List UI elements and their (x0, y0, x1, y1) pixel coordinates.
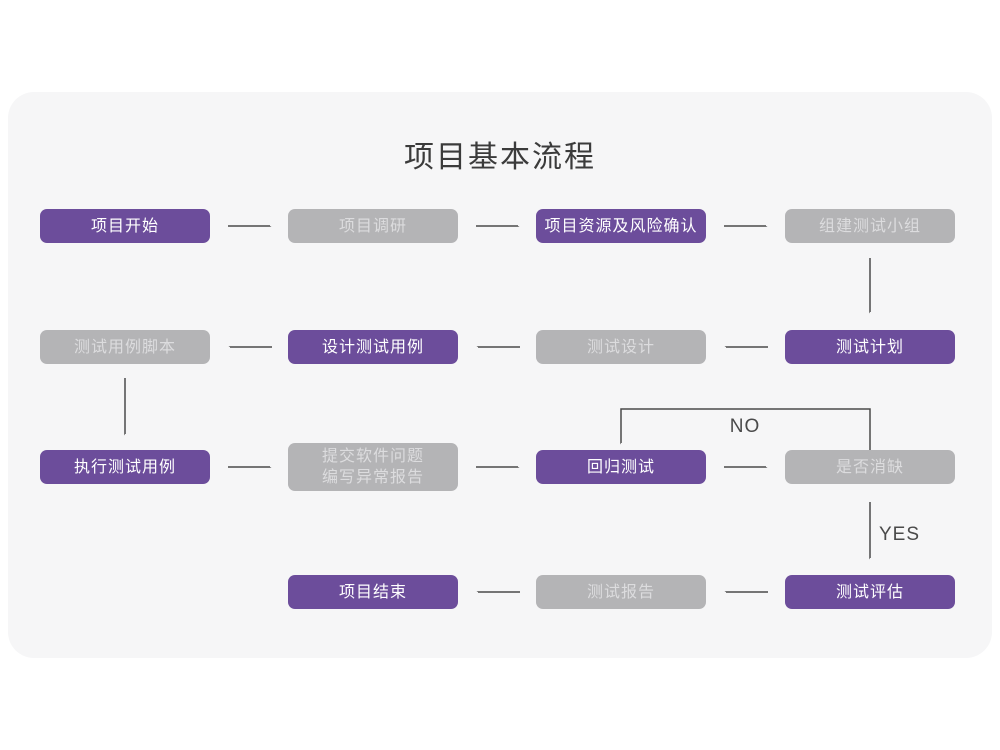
flow-node-test-evaluation: 测试评估 (785, 575, 955, 609)
flow-node-test-report: 测试报告 (536, 575, 706, 609)
flow-node-submit-issue-report: 提交软件问题 编写异常报告 (288, 443, 458, 491)
flow-node-test-design: 测试设计 (536, 330, 706, 364)
flow-node-resource-risk-confirm: 项目资源及风险确认 (536, 209, 706, 243)
flow-node-project-research: 项目调研 (288, 209, 458, 243)
flow-node-regression-test: 回归测试 (536, 450, 706, 484)
flow-node-build-test-team: 组建测试小组 (785, 209, 955, 243)
flow-node-test-plan: 测试计划 (785, 330, 955, 364)
flow-node-test-case-script: 测试用例脚本 (40, 330, 210, 364)
flow-node-execute-test-case: 执行测试用例 (40, 450, 210, 484)
flow-node-defect-cleared: 是否消缺 (785, 450, 955, 484)
flowchart-card (8, 92, 992, 658)
flow-node-project-start: 项目开始 (40, 209, 210, 243)
page-title: 项目基本流程 (404, 141, 596, 174)
flow-node-design-test-case: 设计测试用例 (288, 330, 458, 364)
flow-node-project-end: 项目结束 (288, 575, 458, 609)
